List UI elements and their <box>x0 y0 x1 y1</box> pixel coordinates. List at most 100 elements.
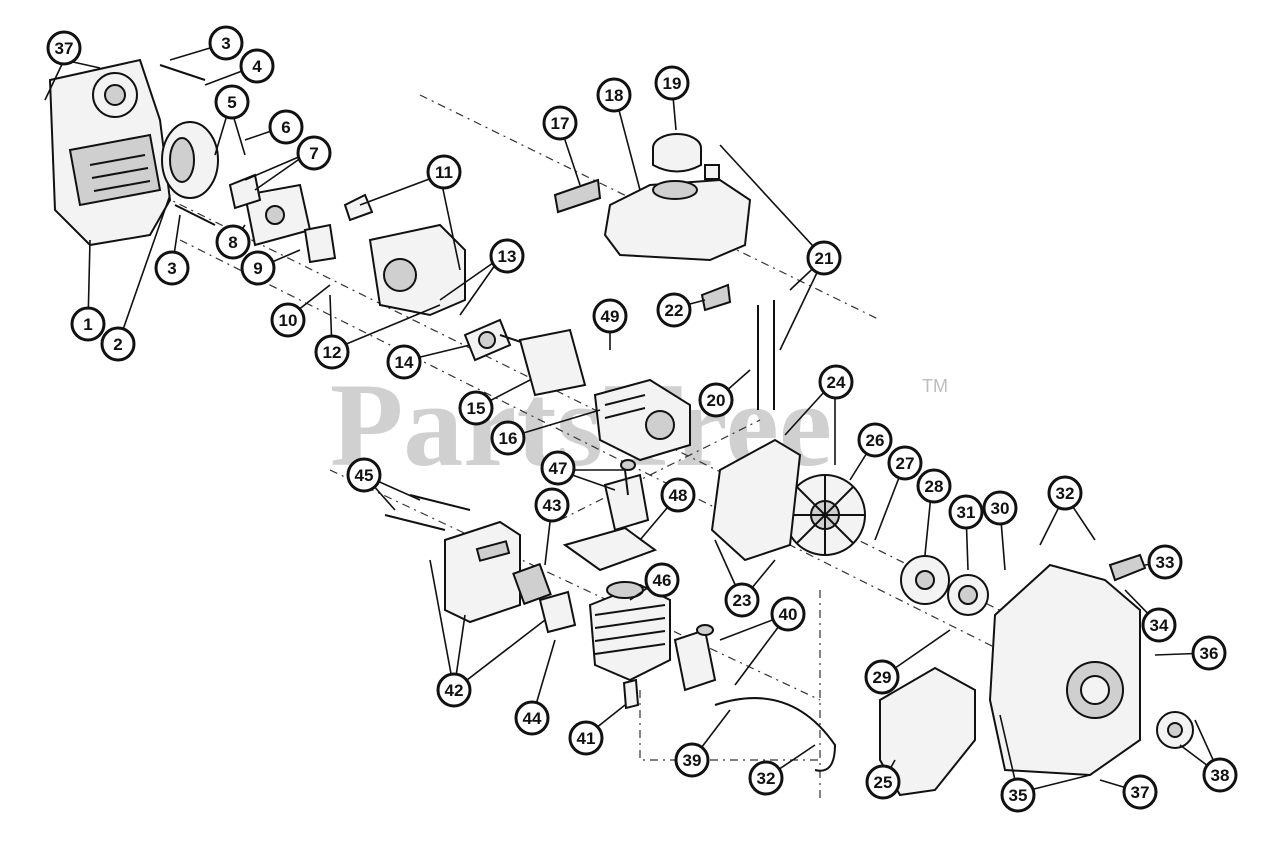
svg-text:15: 15 <box>467 399 486 418</box>
callout-38[interactable]: 38 <box>1202 757 1238 793</box>
callout-29[interactable]: 29 <box>864 659 900 695</box>
assembly-axis-lines <box>89 94 1061 800</box>
piston <box>603 459 650 532</box>
callout-24[interactable]: 24 <box>818 364 854 400</box>
callout-9[interactable]: 9 <box>240 250 276 286</box>
callout-13[interactable]: 13 <box>489 238 525 274</box>
screw-parts-3 <box>159 64 216 226</box>
callout-37-bottom[interactable]: 37 <box>1122 774 1158 810</box>
callout-33[interactable]: 33 <box>1147 544 1183 580</box>
ignition-coil <box>673 624 717 692</box>
flywheel <box>784 474 866 556</box>
callout-43[interactable]: 43 <box>534 487 570 523</box>
engine-housing-cover <box>48 58 172 247</box>
svg-text:37: 37 <box>1131 783 1150 802</box>
air-filter <box>161 121 219 199</box>
callout-6[interactable]: 6 <box>268 109 304 145</box>
svg-text:22: 22 <box>665 301 684 320</box>
callout-28[interactable]: 28 <box>916 468 952 504</box>
carburetor <box>228 173 312 247</box>
callout-16[interactable]: 16 <box>490 420 526 456</box>
callout-25[interactable]: 25 <box>865 764 901 800</box>
svg-text:42: 42 <box>445 681 464 700</box>
callout-5[interactable]: 5 <box>214 84 250 120</box>
callout-3-bottom[interactable]: 3 <box>154 250 190 286</box>
callout-23[interactable]: 23 <box>724 582 760 618</box>
callout-8[interactable]: 8 <box>215 224 251 260</box>
callout-22[interactable]: 22 <box>656 292 692 328</box>
crankcase <box>343 193 466 317</box>
callout-41[interactable]: 41 <box>568 720 604 756</box>
crankshaft <box>463 318 561 362</box>
callout-39[interactable]: 39 <box>674 742 710 778</box>
tank-mount-17 <box>553 178 602 214</box>
tank-mount-22 <box>700 283 732 312</box>
callout-46[interactable]: 46 <box>644 562 680 598</box>
callout-18[interactable]: 18 <box>596 77 632 113</box>
svg-text:48: 48 <box>669 486 688 505</box>
callout-20[interactable]: 20 <box>698 382 734 418</box>
callout-30[interactable]: 30 <box>982 490 1018 526</box>
callout-14[interactable]: 14 <box>386 344 422 380</box>
svg-text:41: 41 <box>577 729 596 748</box>
callout-36[interactable]: 36 <box>1191 635 1227 671</box>
callout-1[interactable]: 1 <box>70 306 106 342</box>
callout-34[interactable]: 34 <box>1141 607 1177 643</box>
svg-text:30: 30 <box>991 499 1010 518</box>
callout-47[interactable]: 47 <box>540 450 576 486</box>
svg-text:18: 18 <box>605 86 624 105</box>
fuel-lines <box>704 164 775 410</box>
callout-17[interactable]: 17 <box>542 105 578 141</box>
svg-text:31: 31 <box>957 503 976 522</box>
callout-32-top[interactable]: 32 <box>1047 475 1083 511</box>
callout-40[interactable]: 40 <box>770 596 806 632</box>
svg-text:43: 43 <box>543 496 562 515</box>
callout-12[interactable]: 12 <box>314 334 350 370</box>
callout-44[interactable]: 44 <box>514 700 550 736</box>
callout-7[interactable]: 7 <box>296 135 332 171</box>
svg-text:32: 32 <box>1056 484 1075 503</box>
svg-text:3: 3 <box>221 34 230 53</box>
fuel-tank <box>603 178 752 262</box>
callout-10[interactable]: 10 <box>270 302 306 338</box>
svg-text:7: 7 <box>309 144 318 163</box>
callout-32-bottom[interactable]: 32 <box>748 760 784 796</box>
ignition-wire <box>714 697 837 772</box>
callout-45[interactable]: 45 <box>346 457 382 493</box>
muffler-gasket <box>538 590 577 634</box>
callout-49[interactable]: 49 <box>592 298 628 334</box>
svg-text:46: 46 <box>653 571 672 590</box>
svg-text:3: 3 <box>167 259 176 278</box>
callout-21[interactable]: 21 <box>806 240 842 276</box>
recoil-spring <box>947 574 989 616</box>
callout-48[interactable]: 48 <box>660 477 696 513</box>
svg-text:19: 19 <box>663 74 682 93</box>
callout-31[interactable]: 31 <box>948 494 984 530</box>
callout-37-top[interactable]: 37 <box>46 30 82 66</box>
carburetor-gasket <box>303 223 337 264</box>
svg-text:34: 34 <box>1150 616 1169 635</box>
callout-42[interactable]: 42 <box>436 672 472 708</box>
spark-arrestor-screen <box>512 562 552 606</box>
callout-11[interactable]: 11 <box>426 154 462 190</box>
svg-text:49: 49 <box>601 307 620 326</box>
svg-text:36: 36 <box>1200 644 1219 663</box>
svg-text:44: 44 <box>523 709 542 728</box>
callout-15[interactable]: 15 <box>458 390 494 426</box>
muffler-bolts <box>384 494 471 531</box>
callouts: 1 2 3 3 4 5 6 7 8 9 10 11 12 13 14 15 16… <box>46 25 1238 813</box>
callout-4[interactable]: 4 <box>239 48 275 84</box>
svg-text:28: 28 <box>925 477 944 496</box>
svg-text:27: 27 <box>896 454 915 473</box>
svg-text:37: 37 <box>55 39 74 58</box>
svg-text:26: 26 <box>866 431 885 450</box>
svg-text:21: 21 <box>815 249 834 268</box>
callout-26[interactable]: 26 <box>857 422 893 458</box>
svg-text:32: 32 <box>757 769 776 788</box>
callout-35[interactable]: 35 <box>1000 777 1036 813</box>
callout-3-top[interactable]: 3 <box>208 25 244 61</box>
callout-27[interactable]: 27 <box>887 445 923 481</box>
callout-2[interactable]: 2 <box>100 326 136 362</box>
callout-19[interactable]: 19 <box>654 65 690 101</box>
muffler <box>444 520 521 624</box>
